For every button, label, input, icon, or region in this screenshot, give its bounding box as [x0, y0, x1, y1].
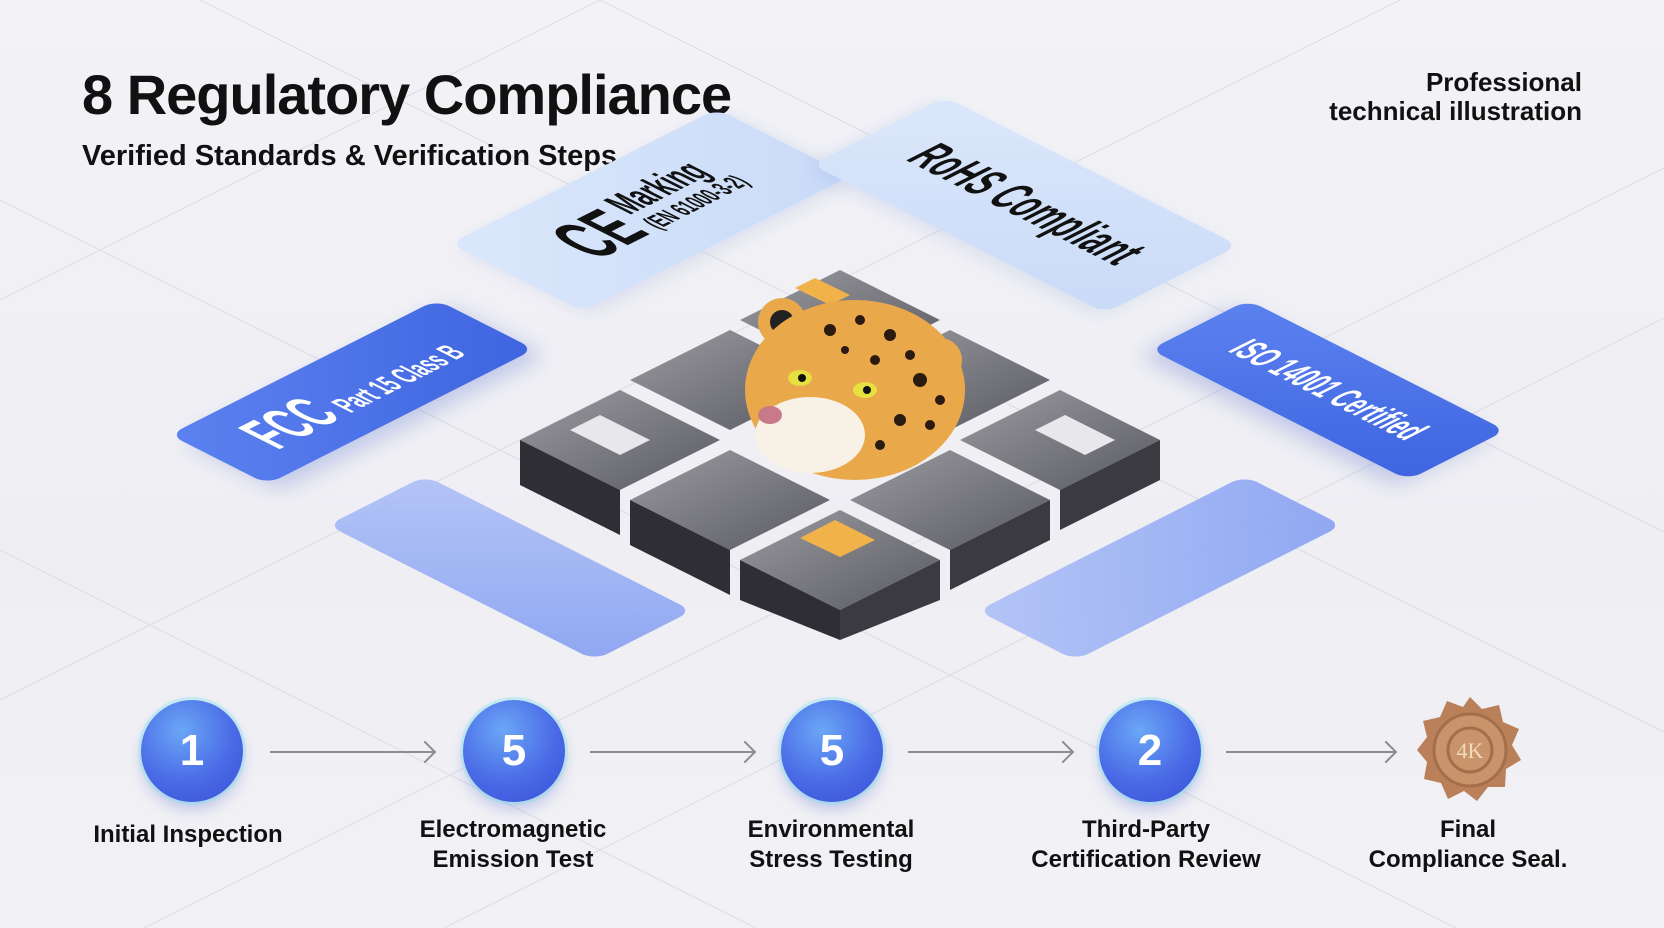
wax-seal-icon: 4K	[1417, 697, 1521, 801]
step-2-label-line-1: Electromagnetic	[419, 816, 607, 843]
step-5-label-line-1: Final	[1439, 816, 1496, 843]
arrow-1-2	[270, 751, 435, 753]
page-title: 8 Regulatory Compliance	[82, 63, 732, 126]
step-2-label-line-2: Emission Test	[432, 846, 594, 873]
step-4-label-line-1: Third-Party	[1081, 816, 1210, 843]
step-4-label: Third-Party Certification Review	[1031, 815, 1260, 875]
arrow-3-4	[908, 751, 1073, 753]
step-5-label: Final Compliance Seal.	[1369, 815, 1568, 875]
tagline-line-2: technical illustration	[1329, 96, 1582, 126]
arrow-4-5	[1226, 751, 1396, 753]
step-3-label: Environmental Stress Testing	[748, 815, 915, 875]
tagline: Professional technical illustration	[1329, 68, 1582, 126]
cheetah-mascot	[745, 298, 965, 480]
step-3-label-line-1: Environmental	[747, 816, 915, 843]
step-3-label-line-2: Stress Testing	[749, 846, 913, 873]
step-2-label: Electromagnetic Emission Test	[420, 815, 607, 875]
page-subtitle: Verified Standards & Verification Steps …	[82, 140, 655, 172]
step-4-label-line-2: Certification Review	[1031, 846, 1261, 873]
tagline-line-1: Professional	[1425, 67, 1582, 97]
step-3-circle: 5	[781, 700, 883, 802]
step-5-label-line-2: Compliance Seal.	[1368, 846, 1568, 873]
step-1-circle: 1	[141, 700, 243, 802]
module-block-illustration	[520, 270, 1160, 640]
seal-text: 4K	[1457, 738, 1484, 763]
step-1-label: Initial Inspection	[93, 820, 282, 850]
step-1-label-line-1: Initial Inspection	[93, 821, 283, 848]
step-4-circle: 2	[1099, 700, 1201, 802]
arrow-2-3	[590, 751, 755, 753]
step-2-circle: 5	[463, 700, 565, 802]
